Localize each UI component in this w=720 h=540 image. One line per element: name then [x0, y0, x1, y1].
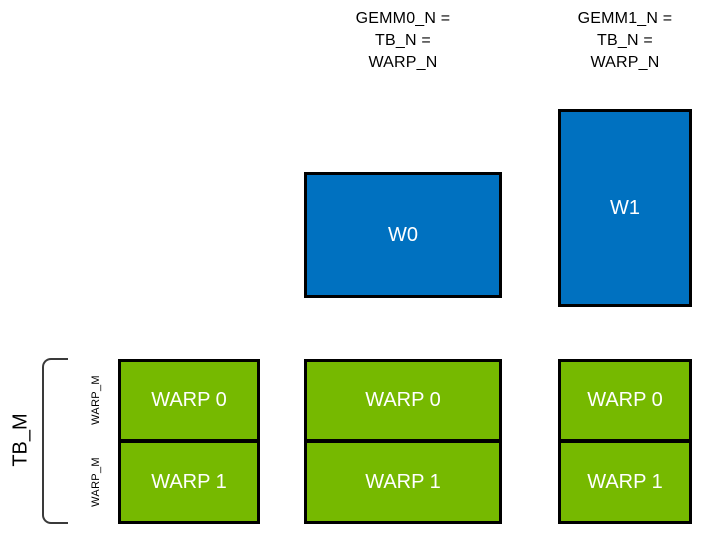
warp-m-row1-label: WARP_M: [90, 457, 102, 507]
left-stack-warp0-cell: WARP 0: [118, 359, 260, 442]
right-stack-warp0-cell: WARP 0: [558, 359, 692, 442]
warp1-label: WARP 1: [151, 470, 227, 493]
right-stack-warp1-cell: WARP 1: [558, 440, 692, 524]
middle-stack-warp1-cell: WARP 1: [304, 440, 502, 524]
warp0-label: WARP 0: [587, 389, 663, 411]
warp-m-row0-label: WARP_M: [90, 375, 102, 425]
middle-stack-warp0-cell: WARP 0: [304, 359, 502, 442]
warp-accumulator-w0-box: W0: [304, 172, 502, 298]
warp-accumulator-w1-box: W1: [558, 109, 692, 307]
warp1-label: WARP 1: [587, 470, 663, 493]
w1-label: W1: [610, 196, 640, 219]
tb-m-axis-label: TB_M: [9, 413, 32, 467]
warp1-label: WARP 1: [365, 470, 441, 493]
warp0-label: WARP 0: [151, 389, 227, 411]
left-stack-warp1-cell: WARP 1: [118, 440, 260, 524]
tb-m-bracket: [42, 358, 68, 524]
warp0-label: WARP 0: [365, 389, 441, 411]
w0-label: W0: [388, 223, 418, 246]
gemm1-column-header: GEMM1_N = TB_N = WARP_N: [577, 10, 673, 71]
gemm0-column-header: GEMM0_N = TB_N = WARP_N: [355, 10, 451, 71]
